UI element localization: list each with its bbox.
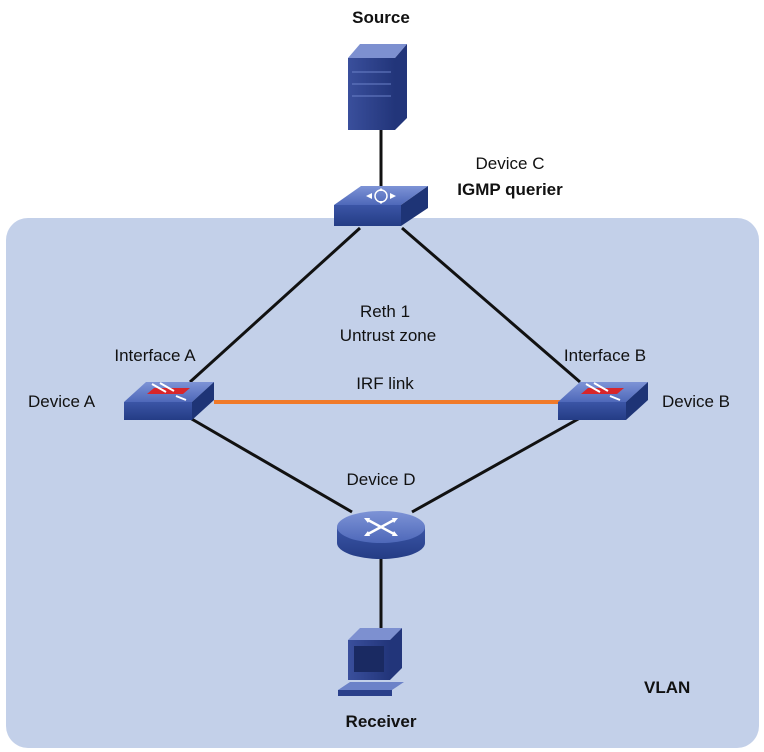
device-a-label: Device A — [28, 392, 96, 411]
link-device-c-device-a — [188, 226, 362, 384]
irf-link-label: IRF link — [356, 374, 414, 393]
firewall-icon — [124, 382, 214, 420]
workstation-icon — [338, 628, 404, 696]
interface-b-label: Interface B — [563, 346, 647, 365]
router-icon — [337, 511, 425, 559]
firewall-icon — [558, 382, 648, 420]
device-d-label: Device D — [346, 470, 416, 489]
receiver-label: Receiver — [345, 712, 417, 731]
link-device-c-device-b — [401, 226, 581, 384]
link-device-a-device-d — [189, 416, 353, 514]
links — [188, 125, 581, 628]
source-label: Source — [352, 8, 410, 27]
reth-label: Reth 1 — [359, 302, 411, 321]
link-device-b-device-d — [411, 416, 581, 514]
server-icon — [348, 44, 407, 130]
device-c-label: Device C — [475, 154, 545, 173]
device-b-label: Device B — [662, 392, 731, 411]
interface-a-label: Interface A — [114, 346, 196, 365]
igmp-querier-label: IGMP querier — [457, 180, 563, 199]
switch-icon — [334, 186, 428, 226]
vlan-label: VLAN — [644, 678, 691, 697]
vlan-region — [6, 218, 759, 748]
untrust-zone-label: Untrust zone — [339, 326, 437, 345]
